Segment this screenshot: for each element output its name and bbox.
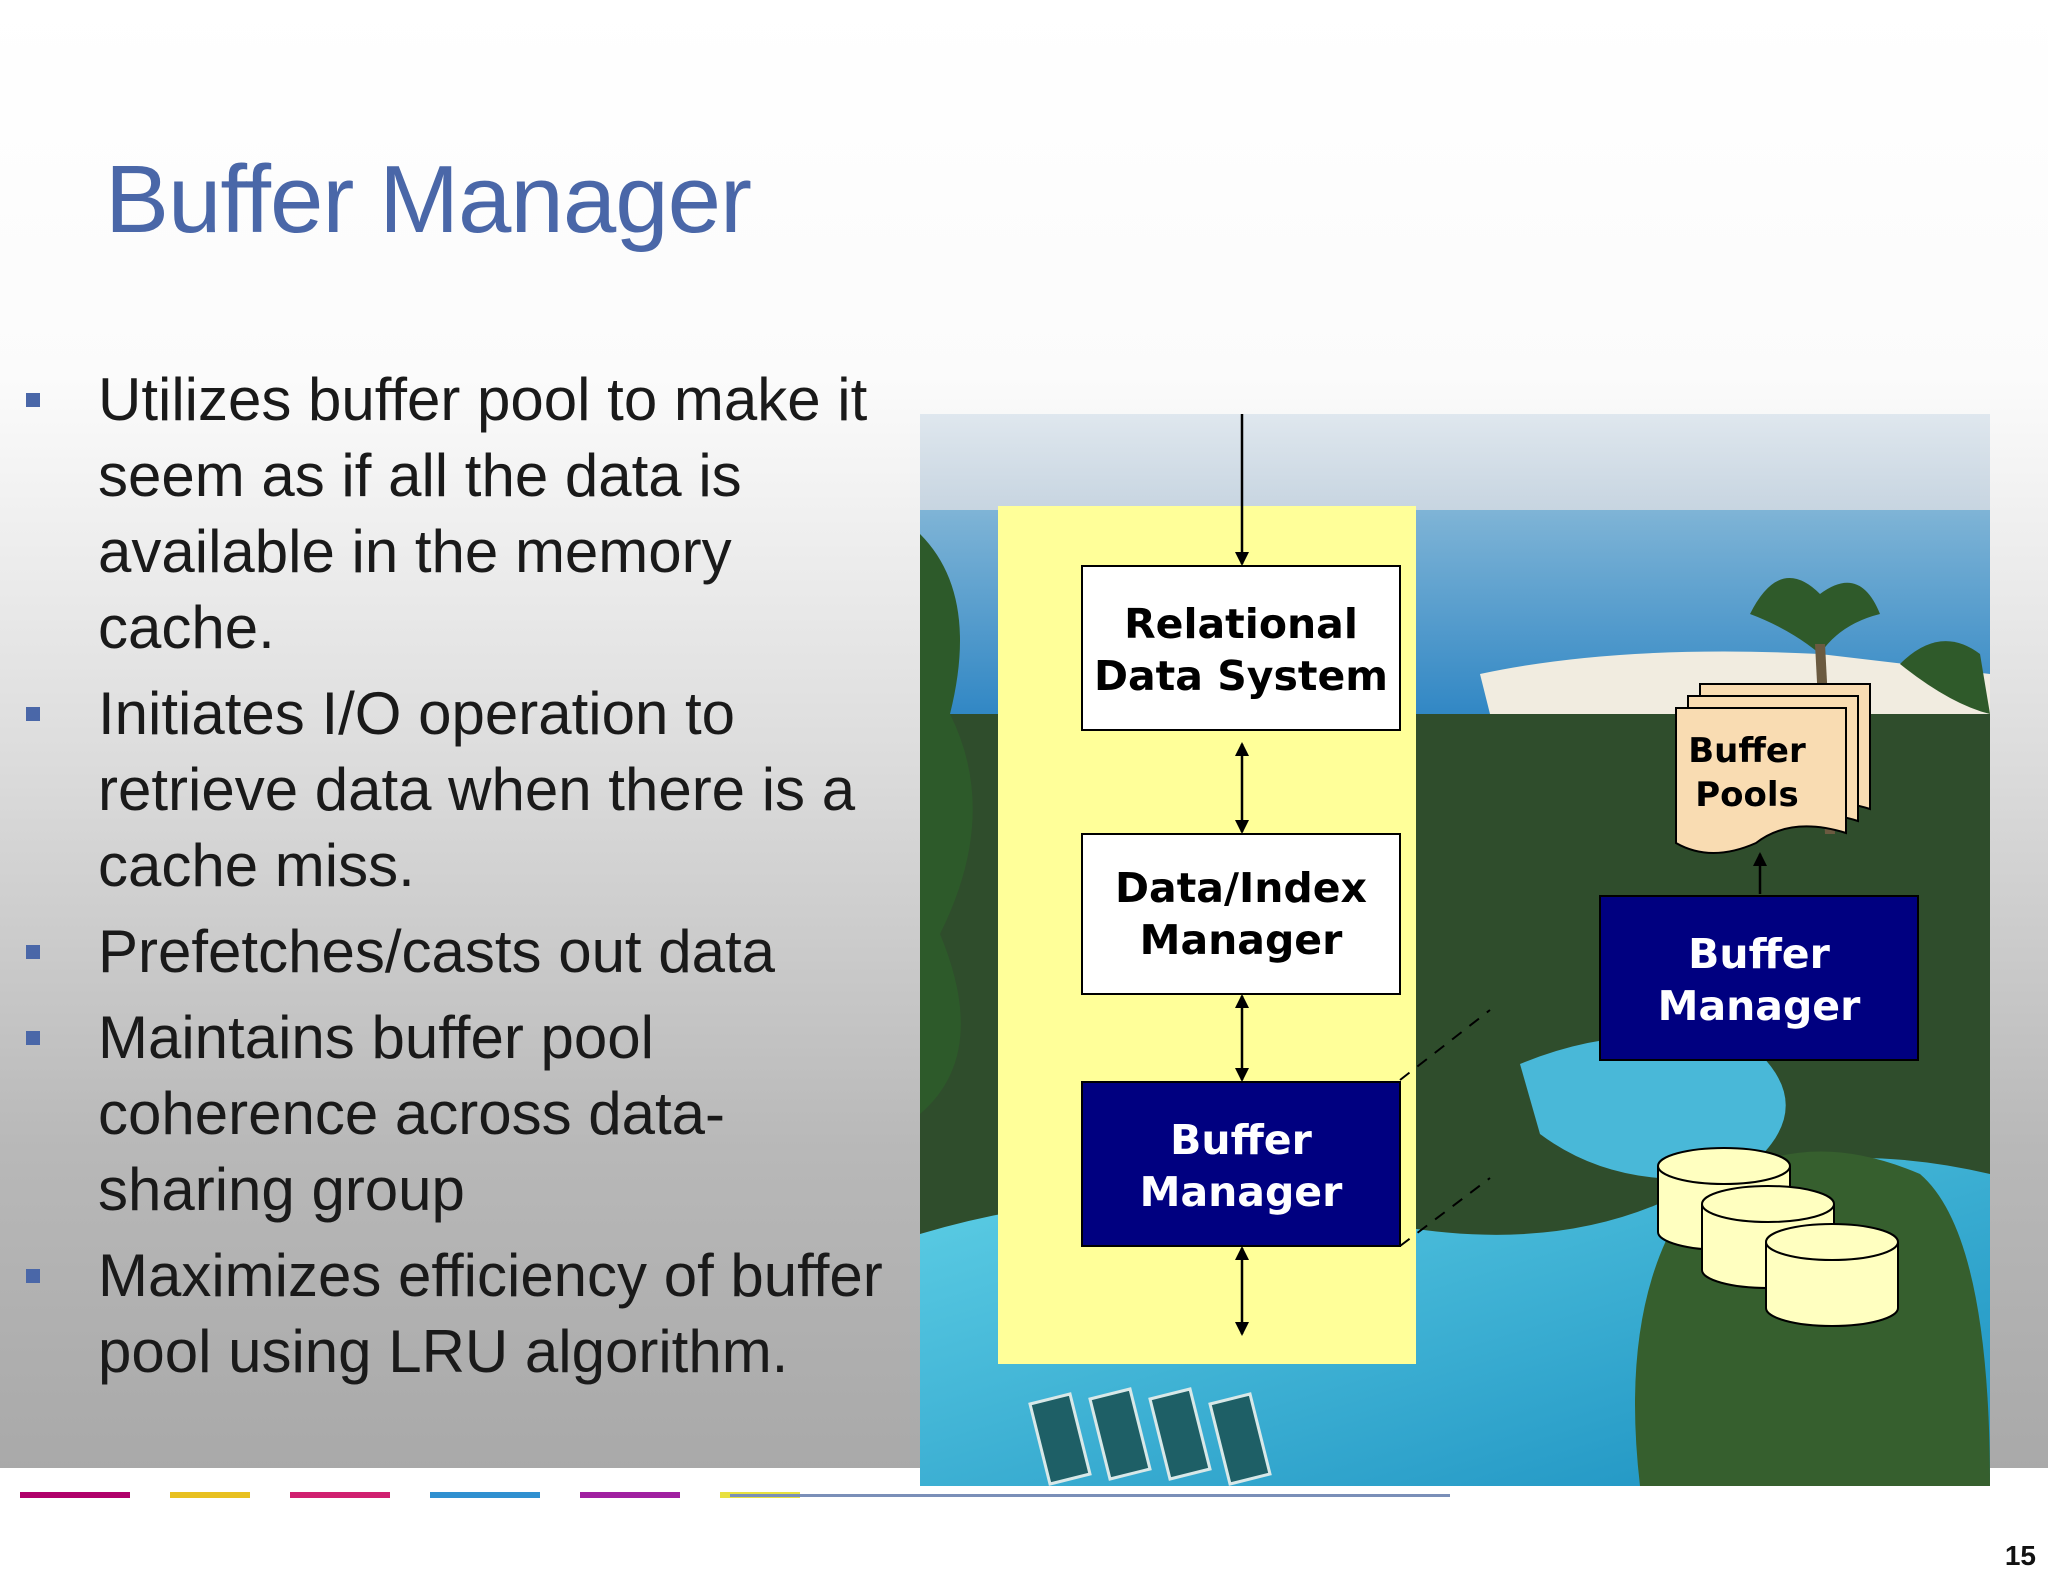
palm-fronds [1750, 578, 1880, 654]
arrow-head [1235, 994, 1249, 1008]
remote-buffer-manager-box [1599, 895, 1919, 1061]
decorative-blue-rule [730, 1494, 1450, 1497]
buffer-manager-box [1081, 1081, 1401, 1247]
box-label: Data/Index [1115, 864, 1367, 912]
page-number: 15 [2004, 1540, 2036, 1571]
slide-footer [0, 1468, 2048, 1584]
zoom-line [1399, 1177, 1491, 1247]
bullet-text: Maintains buffer pool coherence across d… [98, 1004, 726, 1223]
palm-fronds [1900, 641, 1990, 714]
box-label: Buffer [1688, 930, 1830, 978]
zoom-line [1399, 1009, 1491, 1081]
relational-data-system-box [1081, 565, 1401, 731]
arrow-head [1235, 1246, 1249, 1260]
buffer-pools-label: Pools [1695, 775, 1799, 815]
arrow-head [1235, 552, 1249, 566]
buffer-pools-icon [1675, 707, 1847, 854]
slide-title: Buffer Manager [105, 146, 752, 253]
bullet-text: Prefetches/casts out data [98, 918, 776, 985]
bullet-list: Utilizes buffer pool to make it seem as … [22, 362, 902, 1400]
bullet-text: Maximizes efficiency of buffer pool usin… [98, 1242, 883, 1385]
box-label: Data System [1094, 652, 1388, 700]
buffer-manager-diagram: Relational Data System Data/Index Manage… [920, 414, 1990, 1486]
buffer-pools-label: Buffer [1688, 731, 1806, 771]
bullet-square-icon [26, 393, 40, 407]
box-label: Relational [1124, 600, 1358, 648]
pool [1520, 1036, 1786, 1179]
arrow-head [1235, 1068, 1249, 1082]
bullet-item: Maximizes efficiency of buffer pool usin… [22, 1238, 902, 1390]
box-label: Manager [1658, 982, 1861, 1030]
disk-icon [1765, 1223, 1899, 1327]
sky [920, 414, 1990, 514]
bullet-item: Maintains buffer pool coherence across d… [22, 1000, 902, 1228]
box-label: Buffer [1170, 1116, 1312, 1164]
arrow-head [1235, 1322, 1249, 1336]
bullet-square-icon [26, 1269, 40, 1283]
box-label: Manager [1140, 916, 1343, 964]
palm-fronds [920, 534, 973, 1114]
bullet-square-icon [26, 707, 40, 721]
data-index-manager-box [1081, 833, 1401, 995]
bullet-square-icon [26, 945, 40, 959]
bullet-text: Initiates I/O operation to retrieve data… [98, 680, 856, 899]
bullet-item: Initiates I/O operation to retrieve data… [22, 676, 902, 904]
arrow-head [1235, 820, 1249, 834]
box-label: Manager [1140, 1168, 1343, 1216]
lounge-chairs [1028, 1387, 1272, 1486]
bullet-item: Utilizes buffer pool to make it seem as … [22, 362, 902, 666]
bullet-item: Prefetches/casts out data [22, 914, 902, 990]
arrow-head [1235, 742, 1249, 756]
bullet-square-icon [26, 1031, 40, 1045]
resort-photo-diagram: Relational Data System Data/Index Manage… [920, 414, 1990, 1486]
arrow-head [1753, 852, 1767, 866]
bullet-text: Utilizes buffer pool to make it seem as … [98, 366, 868, 661]
